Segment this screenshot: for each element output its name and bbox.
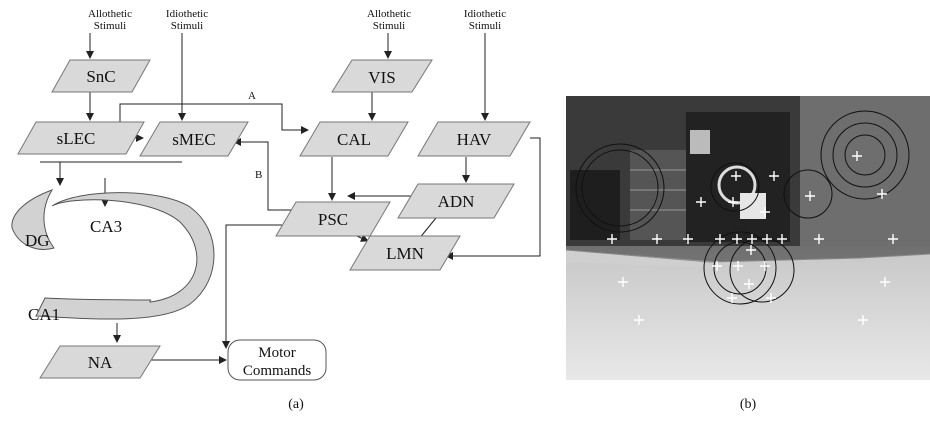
node-slec-label: sLEC [57, 129, 96, 148]
field-circle [832, 122, 898, 188]
stimulus-line1: Idiothetic [166, 8, 208, 20]
node-smec: sMEC [139, 121, 249, 157]
node-vis: VIS [331, 59, 433, 93]
node-ca3-label: CA3 [90, 217, 122, 236]
node-na-label: NA [88, 353, 113, 372]
panel-b-photo: (b) [565, 96, 930, 412]
node-vis-label: VIS [368, 68, 395, 87]
node-cal: CAL [299, 121, 409, 157]
edge-a-slec-to-cal [119, 103, 309, 134]
stimulus-line1: Allothetic [367, 8, 411, 20]
node-psc-label: PSC [318, 210, 348, 229]
node-dg-label: DG [25, 231, 50, 250]
hippocampal-loop [11, 189, 215, 320]
stimulus-idiothetic-left: Idiothetic Stimuli [166, 8, 208, 32]
field-circle [703, 231, 777, 305]
stimulus-line1: Idiothetic [464, 8, 506, 20]
field-circle [820, 110, 910, 200]
light-patch [740, 193, 766, 219]
field-circle [710, 162, 760, 212]
node-na: NA [39, 345, 161, 379]
node-motor-line1: Motor [258, 345, 296, 361]
edge-b-psc-to-smec [233, 138, 300, 211]
bookshelf [630, 150, 686, 240]
field-circle [729, 237, 795, 303]
field-circle [783, 169, 833, 219]
edge-label-a: A [248, 90, 256, 102]
node-hav: HAV [417, 121, 531, 157]
panel-a-diagram: Allothetic Stimuli Idiothetic Stimuli Al… [11, 8, 541, 412]
panel-b-caption: (b) [740, 397, 757, 412]
node-psc: PSC [275, 201, 391, 237]
field-circle [581, 149, 659, 227]
clock-target [717, 165, 757, 205]
node-adn: ADN [397, 183, 515, 219]
arena-floor [566, 250, 930, 380]
node-motor-commands: Motor Commands [227, 339, 327, 381]
arena-wall-edge [566, 250, 720, 268]
edge-psc-to-motor [222, 224, 290, 349]
stimulus-allothetic-right: Allothetic Stimuli [367, 8, 411, 32]
place-cell-markers [607, 151, 898, 325]
stimulus-allothetic-left: Allothetic Stimuli [88, 8, 132, 32]
stimulus-line1: Allothetic [88, 8, 132, 20]
field-circle [844, 134, 886, 176]
ca3-ca1-band [35, 192, 215, 320]
node-snc: SnC [51, 59, 151, 93]
stimulus-line2: Stimuli [373, 20, 405, 32]
panel-a-caption: (a) [288, 397, 304, 412]
stimulus-line2: Stimuli [171, 20, 203, 32]
node-lmn: LMN [349, 235, 461, 271]
stimulus-idiothetic-right: Idiothetic Stimuli [464, 8, 506, 32]
node-motor-line2: Commands [243, 363, 311, 379]
node-cal-label: CAL [337, 130, 371, 149]
node-slec: sLEC [17, 121, 145, 155]
node-snc-label: SnC [86, 67, 115, 86]
computer-monitor [570, 170, 620, 240]
node-hav-label: HAV [457, 130, 492, 149]
receptive-fields [575, 110, 910, 305]
node-ca1-label: CA1 [28, 305, 60, 324]
field-circle [575, 143, 665, 233]
node-smec-label: sMEC [172, 130, 215, 149]
edge-hav-to-lmn [445, 137, 541, 260]
node-adn-label: ADN [438, 192, 475, 211]
edge-label-b: B [255, 169, 262, 181]
field-circle [713, 241, 767, 295]
stimulus-line2: Stimuli [94, 20, 126, 32]
poster [690, 130, 710, 154]
stimulus-line2: Stimuli [469, 20, 501, 32]
right-wall [800, 96, 930, 246]
node-lmn-label: LMN [386, 244, 424, 263]
dg-shape [11, 189, 55, 250]
